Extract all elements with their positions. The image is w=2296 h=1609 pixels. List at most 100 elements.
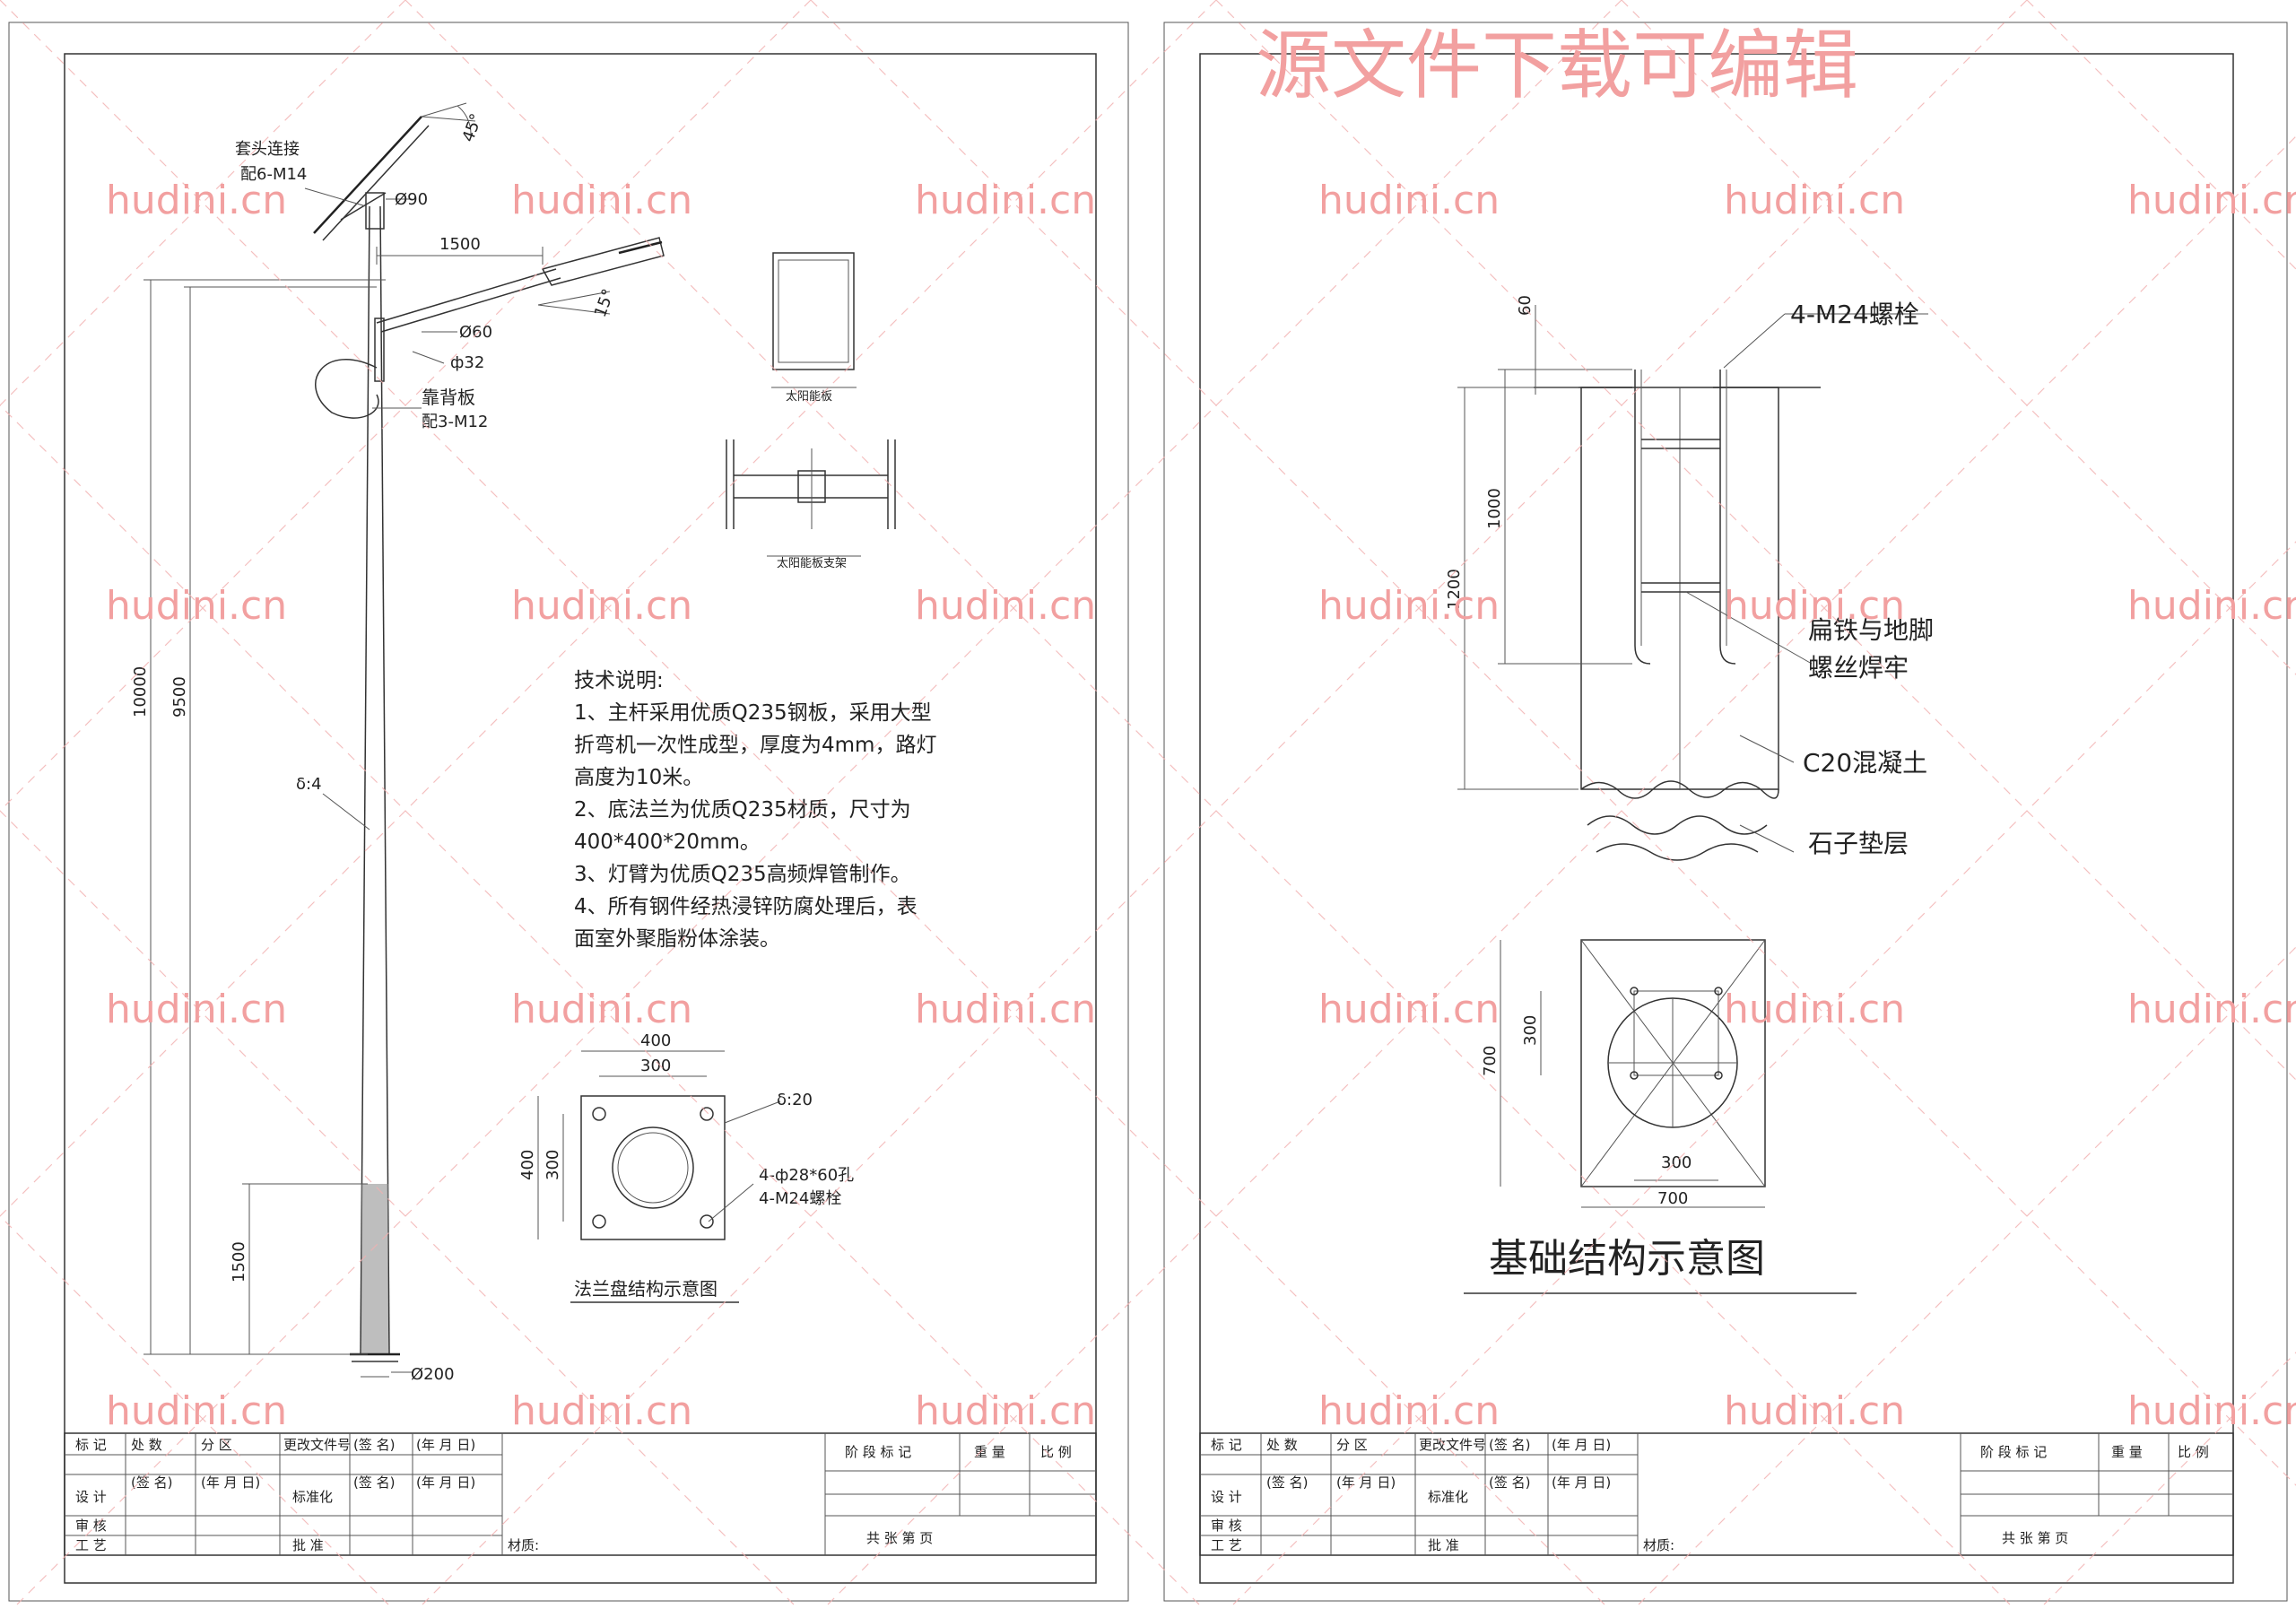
notes-line: 4、所有钢件经热浸锌防腐处理后，表 [574, 895, 918, 918]
watermark-line [2026, 0, 2296, 270]
tb-left-scale: 比 例 [1040, 1444, 1072, 1460]
label-back-plate-bolts: 配3-M12 [422, 413, 488, 431]
watermark-site-text: hudini.cn [1724, 583, 1905, 629]
notes-line: 1、主杆采用优质Q235钢板，采用大型 [574, 701, 932, 725]
label-dia-base: Ø200 [411, 1365, 455, 1384]
flange-drawing [537, 1050, 781, 1240]
watermark-site-text: hudini.cn [2127, 583, 2296, 629]
tb-left-change: 更改文件号 [283, 1437, 351, 1453]
label-angle-panel: 45° [459, 111, 487, 144]
tb-right-sign2: (签 名) [1266, 1474, 1308, 1491]
tb-right-change: 更改文件号 [1419, 1437, 1486, 1453]
notes-line: 400*400*20mm。 [574, 831, 761, 854]
watermark-texts: hudini.cn hudini.cn hudini.cn hudini.cn hudi… [106, 178, 2296, 1434]
label-top-connector: 套头连接 [235, 140, 300, 159]
flange-dim-side-inner: 300 [544, 1150, 562, 1180]
tb-left-count: 处 数 [131, 1437, 162, 1453]
watermark-site-text: hudini.cn [2127, 987, 2296, 1032]
flange-holes: 4-ф28*60孔 [759, 1166, 854, 1185]
plan-700-bottom: 700 [1657, 1189, 1688, 1208]
watermark-line [0, 0, 406, 406]
found-dim-1200: 1200 [1445, 569, 1464, 610]
tb-left-stage: 阶 段 标 记 [845, 1444, 911, 1460]
technical-notes: 技术说明: 1、主杆采用优质Q235钢板，采用大型 折弯机一次性成型，厚度为4m… [574, 669, 936, 951]
tb-right-weight: 重 量 [2111, 1444, 2143, 1460]
label-height-1500: 1500 [230, 1241, 248, 1283]
watermark-site-text: hudini.cn [915, 987, 1096, 1032]
watermark-line [810, 0, 2296, 1486]
tb-right-process: 工 艺 [1211, 1537, 1242, 1553]
found-weld-label-1: 扁铁与地脚 [1808, 615, 1934, 645]
tb-right-stage: 阶 段 标 记 [1980, 1444, 2047, 1460]
watermark-site-text: hudini.cn [511, 178, 692, 223]
label-dia-arm: Ø60 [459, 323, 492, 342]
watermark-site-text: hudini.cn [106, 1388, 287, 1434]
tb-right-design: 设 计 [1211, 1489, 1242, 1505]
watermark-line [1228, 541, 2296, 1609]
tb-right-mark: 标 记 [1211, 1437, 1242, 1453]
tb-left-date3: (年 月 日) [416, 1474, 475, 1491]
solar-bracket-drawing [726, 439, 896, 529]
watermark-line [1215, 0, 2296, 1081]
tb-right-material: 材质: [1643, 1537, 1674, 1553]
watermark-site-text: hudini.cn [915, 1388, 1096, 1434]
watermark-line [417, 0, 2028, 1609]
tb-left-design: 设 计 [75, 1489, 107, 1505]
tb-left-sign2: (签 名) [131, 1474, 172, 1491]
watermark-site-text: hudini.cn [1724, 987, 1905, 1032]
tb-right-zone: 分 区 [1336, 1437, 1368, 1453]
tb-right-sign: (签 名) [1489, 1437, 1530, 1453]
watermark-line [2039, 1352, 2296, 1609]
pole-base-hatch [361, 1184, 388, 1354]
watermark-line [12, 0, 1622, 1609]
tb-left-process: 工 艺 [75, 1537, 107, 1553]
watermark-site-text: hudini.cn [106, 178, 287, 223]
watermark-line [0, 0, 812, 812]
solar-panel-drawing [772, 252, 855, 370]
tb-right-standard: 标准化 [1428, 1489, 1468, 1505]
title-block-right [1199, 1432, 2234, 1556]
flange-title: 法兰盘结构示意图 [574, 1278, 718, 1300]
tb-right-count: 处 数 [1266, 1437, 1298, 1453]
found-dim-top: 60 [1516, 295, 1535, 316]
watermark-site-text: hudini.cn [915, 178, 1096, 223]
lamp-head [541, 237, 665, 286]
tb-left-date: (年 月 日) [416, 1437, 475, 1453]
notes-heading: 技术说明: [574, 669, 664, 692]
label-arm-length: 1500 [439, 235, 481, 254]
tb-left-check: 审 核 [75, 1518, 107, 1534]
watermark-site-text: hudini.cn [1724, 178, 1905, 223]
foundation-section [1457, 305, 1928, 861]
flange-dim-inner: 300 [640, 1057, 671, 1075]
label-dia-top: Ø90 [395, 190, 428, 209]
found-bolts-label: 4-M24螺栓 [1790, 300, 1919, 329]
tb-left-date2: (年 月 日) [201, 1474, 260, 1491]
plan-700-side: 700 [1481, 1046, 1500, 1076]
plan-300-bottom: 300 [1661, 1153, 1692, 1172]
watermark-site-text: hudini.cn [2127, 1388, 2296, 1434]
watermark-line [1621, 0, 2296, 675]
watermark-site-text: hudini.cn [1318, 1388, 1500, 1434]
tb-left-sign3: (签 名) [353, 1474, 395, 1491]
label-solar-bracket: 太阳能板支架 [777, 557, 847, 570]
tb-right-check: 审 核 [1211, 1518, 1242, 1534]
watermark-site-text: hudini.cn [1318, 583, 1500, 629]
title-block-left [64, 1432, 1097, 1556]
watermark-line [0, 810, 799, 1609]
label-angle-lamp: 15° [591, 286, 619, 319]
watermark-site-text: hudini.cn [915, 583, 1096, 629]
watermark-site-text: hudini.cn [1318, 178, 1500, 223]
notes-line: 折弯机一次性成型，厚度为4mm，路灯 [574, 734, 936, 757]
label-height-9500: 9500 [170, 676, 189, 718]
found-concrete-label: C20混凝土 [1803, 748, 1927, 778]
notes-line: 高度为10米。 [574, 766, 703, 789]
watermark-banner: 源文件下载可编辑 [1256, 22, 1858, 109]
flange-thickness: δ:20 [777, 1091, 813, 1109]
found-gravel-label: 石子垫层 [1808, 829, 1909, 858]
watermark-site-text: hudini.cn [1724, 1388, 1905, 1434]
watermark-site-text: hudini.cn [511, 1388, 692, 1434]
watermark-site-text: hudini.cn [106, 583, 287, 629]
plan-300-side: 300 [1521, 1015, 1540, 1046]
watermark-line [0, 0, 1217, 1217]
